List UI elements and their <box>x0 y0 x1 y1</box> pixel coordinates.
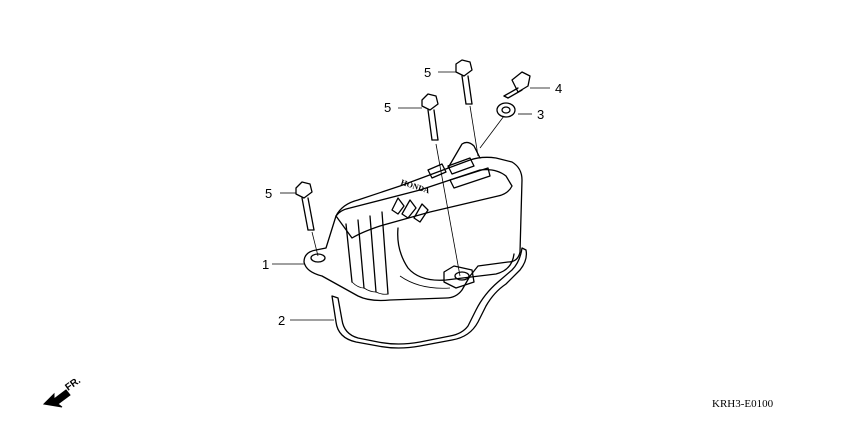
gasket <box>331 247 528 349</box>
bolt-small <box>503 71 531 99</box>
bolt-top <box>455 59 479 157</box>
callout-washer: 3 <box>537 107 544 122</box>
leader-lines <box>272 71 550 321</box>
callout-bolt-top: 5 <box>424 65 431 80</box>
bolt-left <box>295 181 319 257</box>
diagram-code: KRH3-E0100 <box>712 398 774 410</box>
mount-hole-right <box>454 271 470 281</box>
callout-gasket: 2 <box>278 313 285 328</box>
front-direction-indicator: FR. <box>42 375 83 408</box>
callout-bolt-small: 4 <box>555 81 562 96</box>
callout-cover: 1 <box>262 257 269 272</box>
mount-hole-left <box>310 253 326 263</box>
callout-bolt-mid: 5 <box>384 100 391 115</box>
front-arrow-icon <box>42 389 71 408</box>
cylinder-head-cover: HONDA <box>303 141 523 302</box>
bolt-mid <box>421 93 461 277</box>
callout-bolt-left: 5 <box>265 186 272 201</box>
washer <box>479 102 516 149</box>
